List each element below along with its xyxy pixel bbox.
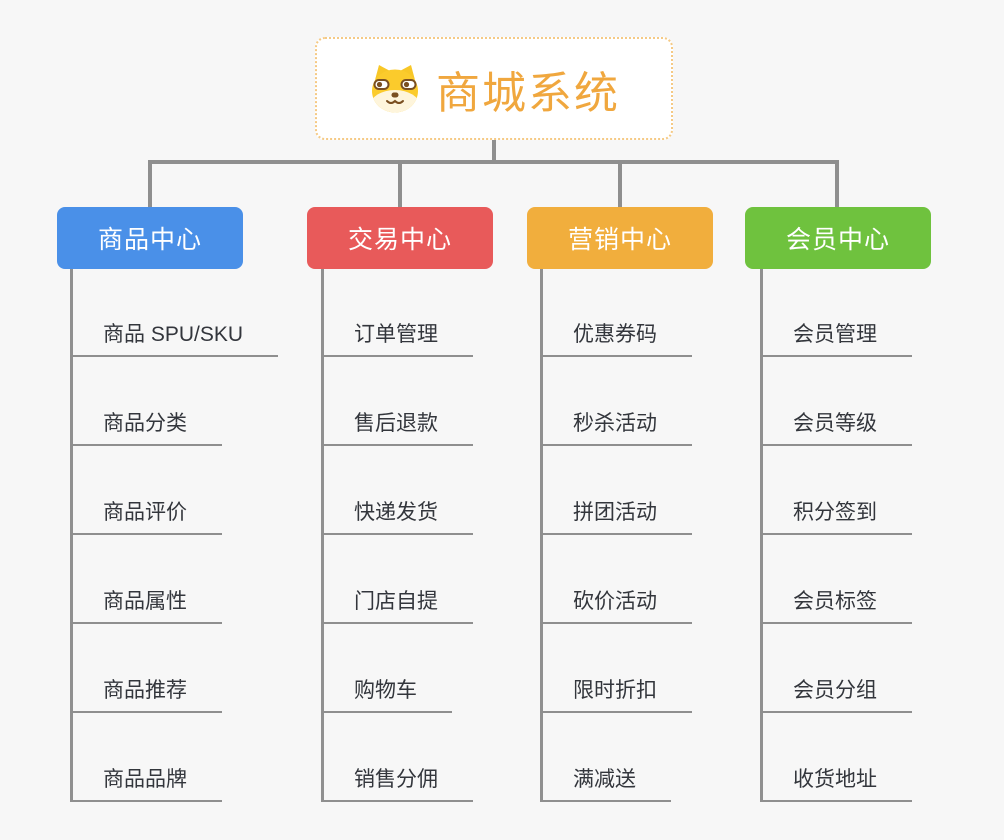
connector-drop-product-center	[148, 160, 152, 207]
connector-drop-trade-center	[398, 160, 402, 207]
leaf-node[interactable]: 积分签到	[760, 489, 912, 535]
connector-drop-marketing-center	[618, 160, 622, 207]
leaf-node[interactable]: 订单管理	[321, 311, 473, 357]
leaf-node[interactable]: 砍价活动	[540, 578, 692, 624]
root-title: 商城系统	[436, 68, 620, 118]
branch-node-member-center[interactable]: 会员中心	[745, 207, 931, 269]
leaf-node[interactable]: 限时折扣	[540, 667, 692, 713]
leaf-node[interactable]: 会员管理	[760, 311, 912, 357]
leaf-node[interactable]: 商品品牌	[70, 756, 222, 802]
leaf-node[interactable]: 满减送	[540, 756, 671, 802]
connector-bus	[148, 160, 839, 164]
branch-node-trade-center[interactable]: 交易中心	[307, 207, 493, 269]
leaf-node[interactable]: 快递发货	[321, 489, 473, 535]
leaf-node[interactable]: 购物车	[321, 667, 452, 713]
branch-node-product-center[interactable]: 商品中心	[57, 207, 243, 269]
leaf-node[interactable]: 会员分组	[760, 667, 912, 713]
leaf-node[interactable]: 会员标签	[760, 578, 912, 624]
leaf-node[interactable]: 商品属性	[70, 578, 222, 624]
leaf-node[interactable]: 商品 SPU/SKU	[70, 311, 279, 357]
branch-spine-member-center	[760, 269, 763, 802]
leaf-node[interactable]: 售后退款	[321, 400, 473, 446]
root-node[interactable]: 商城系统	[315, 37, 673, 140]
branch-spine-marketing-center	[540, 269, 543, 802]
leaf-node[interactable]: 商品评价	[70, 489, 222, 535]
leaf-node[interactable]: 会员等级	[760, 400, 912, 446]
leaf-node[interactable]: 商品推荐	[70, 667, 222, 713]
leaf-node[interactable]: 销售分佣	[321, 756, 473, 802]
leaf-node[interactable]: 优惠券码	[540, 311, 692, 357]
branch-spine-product-center	[70, 269, 73, 802]
connector-drop-member-center	[835, 160, 839, 207]
root-connector-stub	[492, 140, 496, 162]
branch-node-marketing-center[interactable]: 营销中心	[527, 207, 713, 269]
branch-spine-trade-center	[321, 269, 324, 802]
leaf-node[interactable]: 秒杀活动	[540, 400, 692, 446]
dog-face-icon	[372, 64, 418, 112]
leaf-node[interactable]: 拼团活动	[540, 489, 692, 535]
leaf-node[interactable]: 商品分类	[70, 400, 222, 446]
leaf-node[interactable]: 收货地址	[760, 756, 912, 802]
leaf-node[interactable]: 门店自提	[321, 578, 473, 624]
